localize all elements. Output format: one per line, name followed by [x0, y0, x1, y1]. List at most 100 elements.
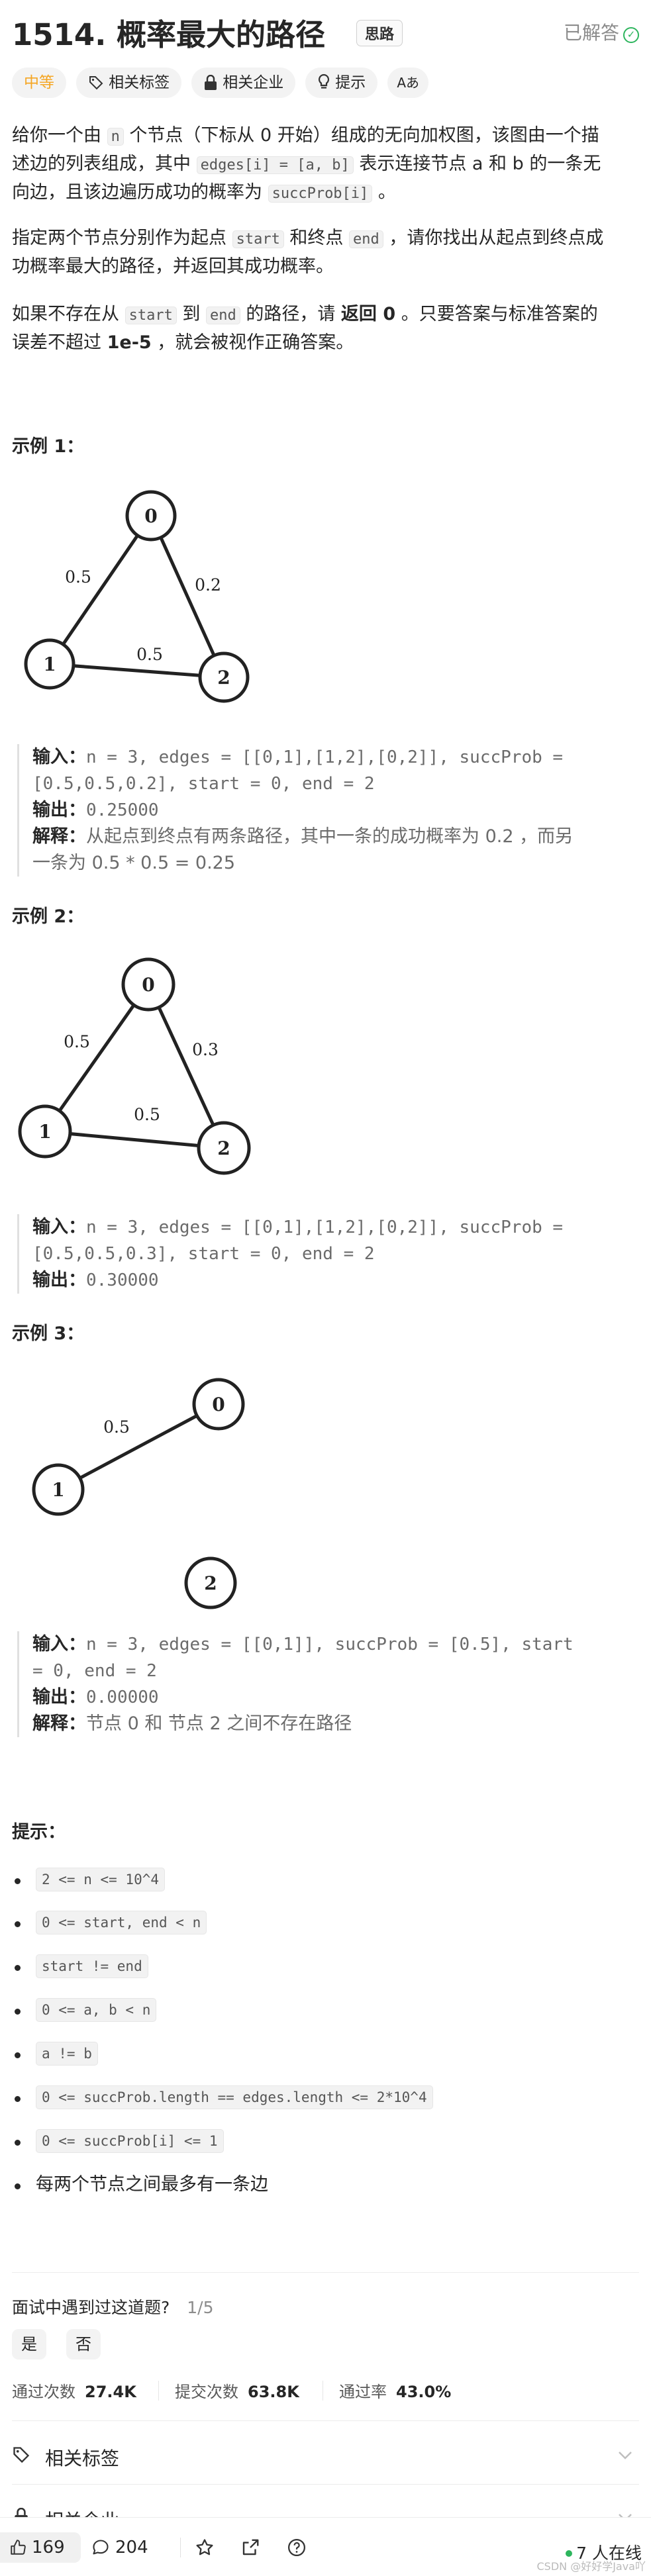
text: 个节点（下标从 0 开始）组成的无向加权图，该图由一个描	[123, 125, 599, 146]
stat-label: 通过次数	[12, 2383, 75, 2401]
constraint-item: 0 <= a, b < n	[12, 1997, 608, 2026]
text: 表示连接节点 a 和 b 的一条无	[353, 154, 601, 174]
like-button[interactable]: 169	[0, 2532, 81, 2563]
explanation-label: 解释：	[32, 826, 86, 847]
emphasis: 1e-5	[107, 332, 152, 353]
related-tags-section-label: 相关标签	[45, 2448, 120, 2469]
node-2-label: 2	[217, 1137, 230, 1159]
example-1-io: 输入：n = 3, edges = [[0,1],[1,2],[0,2]], s…	[17, 744, 573, 877]
text: ，请你找出从起点到终点成	[383, 228, 604, 248]
example-2-title: 示例 2：	[12, 906, 85, 927]
hint-label: 提示	[335, 74, 366, 91]
node-1-label: 1	[52, 1479, 64, 1501]
like-count: 169	[32, 2538, 65, 2557]
emphasis: 返回 0	[340, 304, 396, 324]
node-1	[32, 1463, 85, 1516]
bullet	[15, 2183, 21, 2189]
related-tags-section[interactable]: 相关标签	[12, 2436, 639, 2476]
divider	[180, 2538, 181, 2557]
bullet	[15, 1921, 21, 1927]
inline-code: start	[232, 230, 284, 248]
output-value: 0.25000	[86, 800, 159, 820]
stat-value: 43.0%	[396, 2383, 452, 2401]
bullet	[15, 2009, 21, 2015]
constraint-text: 每两个节点之间最多有一条边	[36, 2174, 268, 2195]
node-0-label: 0	[144, 505, 157, 527]
tag-icon	[89, 76, 103, 90]
input-label: 输入：	[32, 1634, 86, 1654]
text: 的路径，请	[240, 304, 341, 324]
explanation-label: 解释：	[32, 1713, 86, 1734]
output-value: 0.30000	[86, 1270, 159, 1290]
inline-code: start	[125, 307, 177, 324]
constraint-item: 2 <= n <= 10^4	[12, 1866, 608, 1895]
online-count-text: 7 人在线	[576, 2544, 642, 2563]
interview-question: 面试中遇到过这道题?1/5	[12, 2295, 214, 2318]
edge-1-2	[49, 662, 225, 679]
text: 述边的列表组成，其中	[12, 154, 197, 174]
node-0	[192, 1378, 245, 1431]
input-label: 输入：	[32, 747, 86, 767]
watermark: CSDN @好好学Java吖	[536, 2560, 646, 2573]
title-row: 1514. 概率最大的路径 思路 已解答✓	[12, 7, 639, 53]
interview-yes-button[interactable]: 是	[12, 2329, 46, 2360]
hint-button[interactable]: 提示	[305, 68, 378, 98]
interview-no-button[interactable]: 否	[66, 2329, 101, 2360]
tag-icon	[13, 2447, 30, 2463]
thumbs-up-icon	[11, 2540, 26, 2555]
share-icon[interactable]	[240, 2538, 260, 2557]
text: 和终点	[283, 228, 349, 248]
node-2	[197, 1121, 251, 1175]
example-3-title: 示例 3：	[12, 1323, 85, 1344]
edge-0-1-weight: 0.5	[64, 1032, 90, 1051]
related-companies-button[interactable]: 相关企业	[191, 68, 296, 98]
example-3-io: 输入：n = 3, edges = [[0,1]], succProb = [0…	[17, 1631, 574, 1737]
constraint-code: 0 <= succProb.length == edges.length <= …	[36, 2085, 433, 2109]
input-value: n = 3, edges = [[0,1]], succProb = [0.5]…	[86, 1635, 574, 1654]
node-0-label: 0	[212, 1394, 225, 1415]
output-label: 输出：	[32, 1687, 86, 1707]
solved-label: 已解答	[563, 22, 619, 44]
edge-1-2-weight: 0.5	[136, 645, 163, 664]
edge-0-2	[146, 983, 226, 1149]
constraint-code: start != end	[36, 1954, 148, 1978]
input-value-cont: [0.5,0.5,0.3], start = 0, end = 2	[32, 1244, 375, 1264]
comment-icon	[93, 2540, 109, 2555]
node-2	[198, 651, 250, 703]
node-2	[184, 1556, 237, 1609]
help-icon[interactable]	[287, 2538, 307, 2557]
problem-title[interactable]: 1514. 概率最大的路径	[12, 17, 326, 52]
node-1	[24, 638, 75, 690]
edge-0-1	[48, 514, 153, 665]
input-value: n = 3, edges = [[0,1],[1,2],[0,2]], succ…	[86, 1217, 564, 1237]
edge-1-2-weight: 0.5	[134, 1105, 160, 1124]
constraint-code: 0 <= a, b < n	[36, 1998, 157, 2022]
bullet	[15, 2140, 21, 2146]
text: ，就会被视作正确答案。	[151, 332, 354, 353]
constraint-item: start != end	[12, 1953, 608, 1982]
think-badge[interactable]: 思路	[356, 20, 403, 46]
input-value-cont: [0.5,0.5,0.2], start = 0, end = 2	[32, 774, 375, 794]
bullet	[15, 1965, 21, 1971]
divider	[12, 2420, 639, 2421]
edge-0-2	[149, 514, 226, 679]
edge-0-1-weight: 0.5	[65, 567, 91, 587]
star-icon[interactable]	[195, 2538, 215, 2557]
comments-button[interactable]: 204	[91, 2532, 148, 2563]
chevron-down-icon	[619, 2452, 632, 2459]
bullet	[15, 2052, 21, 2058]
example-1-title: 示例 1：	[12, 436, 85, 457]
constraint-item: 0 <= start, end < n	[12, 1909, 608, 1938]
stat-value: 27.4K	[85, 2383, 136, 2401]
constraint-code: 2 <= n <= 10^4	[36, 1868, 166, 1891]
input-value-cont: = 0, end = 2	[32, 1661, 157, 1681]
related-tags-button[interactable]: 相关标签	[76, 68, 182, 98]
constraint-item: 每两个节点之间最多有一条边	[12, 2171, 608, 2201]
input-value: n = 3, edges = [[0,1],[1,2],[0,2]], succ…	[86, 747, 564, 767]
tag-row: 中等 相关标签 相关企业 提示 Aあ	[12, 68, 435, 101]
solved-status: 已解答✓	[564, 19, 639, 45]
translate-button[interactable]: Aあ	[387, 68, 429, 98]
lock-icon	[205, 74, 217, 90]
